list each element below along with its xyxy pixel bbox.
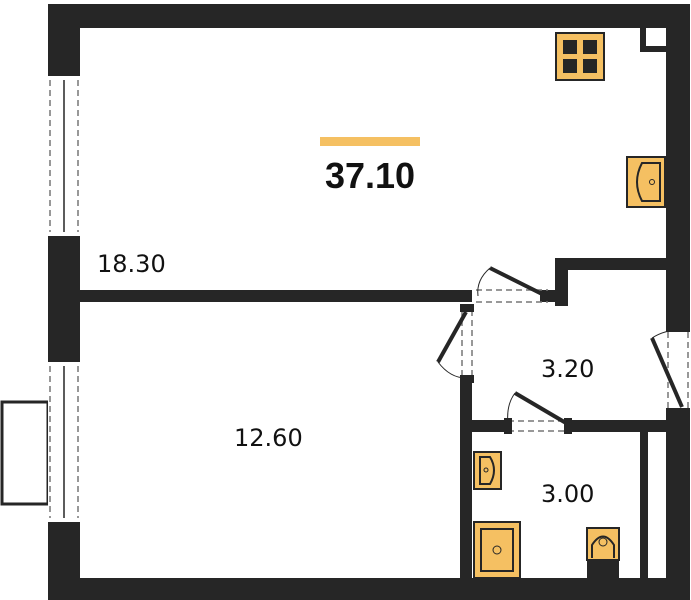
- wall-bottom: [48, 578, 690, 600]
- shower-icon: [473, 521, 521, 579]
- bathroom-sink-icon: [473, 451, 502, 490]
- door-bathroom: [504, 391, 572, 434]
- wall-niche-top: [555, 258, 666, 270]
- wall-bath-a: [460, 420, 508, 432]
- door-hall-living: [476, 266, 548, 303]
- room-area-bathroom: 3.00: [541, 480, 594, 508]
- wall-shaft: [640, 432, 648, 578]
- wall-left-c: [48, 522, 80, 600]
- stove-icon: [555, 32, 605, 81]
- wall-right: [666, 4, 690, 600]
- room-area-hallway: 3.20: [541, 355, 594, 383]
- window-top: [48, 76, 80, 236]
- balcony-outline: [0, 400, 50, 506]
- shaft-box: [640, 22, 672, 52]
- total-area: 37.10: [325, 155, 415, 196]
- door-bedroom: [436, 304, 474, 383]
- door-entrance: [650, 324, 690, 416]
- wall-corridor: [460, 378, 472, 578]
- wall-left-a: [48, 4, 80, 76]
- wall-top: [48, 4, 690, 28]
- room-area-bedroom: 12.60: [234, 424, 303, 452]
- window-bottom: [48, 362, 80, 522]
- toilet-icon: [586, 527, 620, 578]
- total-area-accent-bar: [320, 137, 420, 146]
- wall-niche-side: [555, 258, 568, 306]
- room-area-kitchen-living: 18.30: [97, 250, 166, 278]
- walls: [48, 4, 690, 600]
- wall-left-b: [48, 236, 80, 362]
- kitchen-sink-icon: [626, 156, 666, 208]
- wall-living-bedroom: [80, 290, 472, 302]
- wall-bath-b: [566, 420, 666, 432]
